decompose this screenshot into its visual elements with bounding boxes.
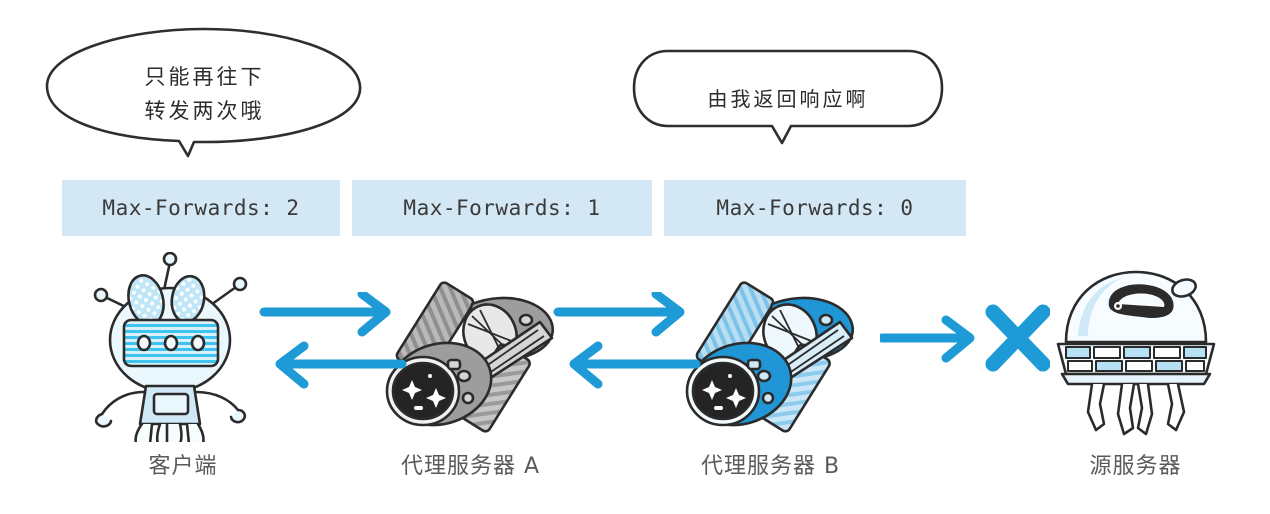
node-label-proxy-a: 代理服务器 A bbox=[400, 454, 541, 479]
max-forwards-bar-1: Max-Forwards: 1 bbox=[352, 180, 652, 236]
arrow-right-head bbox=[941, 315, 975, 363]
x-cross-icon bbox=[985, 304, 1051, 372]
arrows-client-proxy-a bbox=[258, 289, 408, 397]
max-forwards-text-1: Max-Forwards: 1 bbox=[403, 196, 601, 220]
satellite-blue-icon bbox=[668, 276, 873, 441]
node-label-client: 客户端 bbox=[148, 454, 218, 479]
node-label-proxy-b: 代理服务器 B bbox=[700, 454, 841, 479]
alien-robot-icon bbox=[88, 251, 278, 451]
arrow-left-head bbox=[569, 341, 603, 389]
speech-bubble-proxy-b: 由我返回响应啊 bbox=[628, 46, 948, 151]
max-forwards-bar-2: Max-Forwards: 2 bbox=[62, 180, 340, 236]
arrow-right-head bbox=[357, 289, 391, 337]
ufo-icon bbox=[1048, 262, 1223, 442]
arrow-right-head bbox=[651, 289, 685, 337]
speech-bubble-client-shape bbox=[45, 27, 362, 158]
satellite-gray-icon bbox=[368, 276, 573, 441]
speech-bubble-proxy-b-shape bbox=[632, 49, 944, 145]
arrows-proxy-a-proxy-b bbox=[552, 289, 702, 397]
node-label-origin: 源服务器 bbox=[1089, 454, 1182, 479]
arrows-proxy-b-origin bbox=[877, 300, 1051, 390]
max-forwards-text-0: Max-Forwards: 0 bbox=[716, 196, 914, 220]
max-forwards-bar-0: Max-Forwards: 0 bbox=[664, 180, 966, 236]
max-forwards-text-2: Max-Forwards: 2 bbox=[102, 196, 300, 220]
speech-bubble-client: 只能再往下 转发两次哦 bbox=[42, 24, 367, 164]
arrow-left-head bbox=[275, 341, 309, 389]
